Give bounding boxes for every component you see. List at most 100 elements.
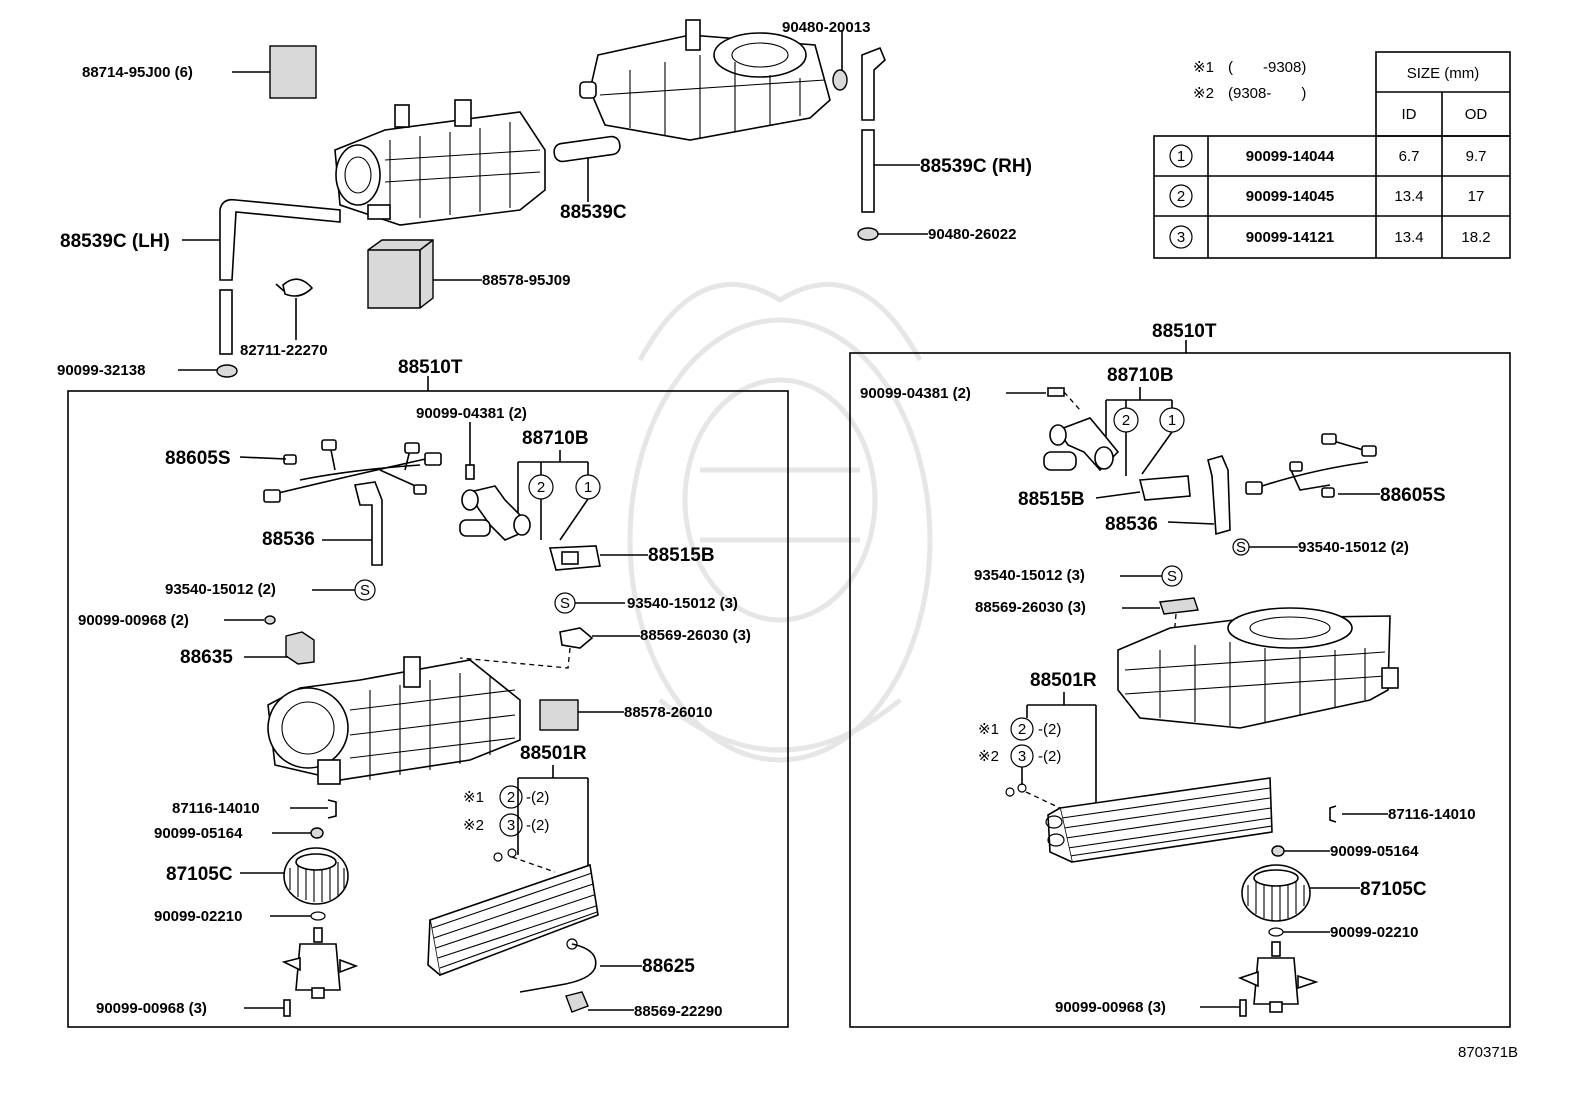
clamp-87116-part xyxy=(327,799,337,819)
sensor-clip-part xyxy=(559,627,594,649)
sensor-clip-right-part xyxy=(1159,597,1199,615)
washer-02210-part xyxy=(310,911,326,921)
label-90099-02210: 90099-02210 xyxy=(154,908,242,925)
hose-lh-part xyxy=(219,198,341,281)
label-88714-95j00: 88714-95J00 (6) xyxy=(82,64,193,81)
bracket-88536-part xyxy=(354,481,383,566)
label-88710b-right: 88710B xyxy=(1107,365,1174,386)
label-87116-14010-right: 87116-14010 xyxy=(1388,806,1476,823)
svg-text:13.4: 13.4 xyxy=(1394,188,1423,205)
grommet-20013-part xyxy=(832,69,848,91)
label-93540-15012-2-right: 93540-15012 (2) xyxy=(1298,539,1409,556)
bracket-88536-right-part xyxy=(1207,455,1231,536)
label-87105c: 87105C xyxy=(166,864,233,885)
blower-motor-left-part xyxy=(281,927,359,999)
svg-text:※1: ※1 xyxy=(1193,59,1214,76)
label-90480-26022: 90480-26022 xyxy=(928,226,1016,243)
label-90099-05164: 90099-05164 xyxy=(154,825,243,842)
expansion-valve-part xyxy=(548,545,601,571)
wire-harness-part xyxy=(263,439,442,503)
screw-00968-3-right-part xyxy=(1239,999,1247,1017)
svg-text:1: 1 xyxy=(1177,148,1185,165)
svg-text:1: 1 xyxy=(1168,412,1176,429)
hose-rh-part xyxy=(861,46,886,121)
hose-clamp-part xyxy=(275,278,314,297)
expansion-valve-right-part xyxy=(1138,475,1191,501)
label-88605s: 88605S xyxy=(165,448,231,469)
svg-text:90099-14045: 90099-14045 xyxy=(1246,188,1334,205)
svg-text:S: S xyxy=(360,582,370,599)
label-90099-00968-3-right: 90099-00968 (3) xyxy=(1055,999,1166,1016)
blower-fan-right-part xyxy=(1241,864,1311,922)
svg-text:-(2): -(2) xyxy=(526,817,549,834)
nut-05164-right-part xyxy=(1271,845,1285,857)
label-90099-32138: 90099-32138 xyxy=(57,362,145,379)
clamp-87116-right-part xyxy=(1329,805,1337,823)
svg-text:※2: ※2 xyxy=(1193,85,1214,102)
label-88625: 88625 xyxy=(642,956,695,977)
svg-text:2: 2 xyxy=(507,789,515,806)
label-88536-right: 88536 xyxy=(1105,514,1158,535)
grommet-26022-part xyxy=(857,227,879,241)
watermark xyxy=(627,281,933,763)
evaporator-right-part xyxy=(1045,777,1273,863)
wire-harness-right-part xyxy=(1245,433,1377,498)
label-87116-14010: 87116-14010 xyxy=(172,800,260,817)
pad-26010-part xyxy=(539,699,579,731)
label-90099-04381-right: 90099-04381 (2) xyxy=(860,385,971,402)
svg-text:(9308- ): (9308- ) xyxy=(1228,85,1306,102)
label-93540-15012-3-right: 93540-15012 (3) xyxy=(974,567,1085,584)
label-90099-00968-2: 90099-00968 (2) xyxy=(78,612,189,629)
label-88578-26010: 88578-26010 xyxy=(624,704,712,721)
svg-text:( -9308): ( -9308) xyxy=(1228,59,1306,76)
table-row: 2 90099-14045 13.4 17 xyxy=(1169,184,1484,208)
block-95j09-part xyxy=(367,239,434,309)
svg-text:-(2): -(2) xyxy=(1038,748,1061,765)
label-90480-20013: 90480-20013 xyxy=(782,19,870,36)
svg-text:2: 2 xyxy=(1122,412,1130,429)
diagram-reference: 870371B xyxy=(1458,1044,1518,1061)
top-section: 88714-95J00 (6) 88539C xyxy=(57,19,1032,379)
left-box-title: 88510T xyxy=(398,357,463,378)
filter-sheet-part xyxy=(269,45,317,99)
table-row: 3 90099-14121 13.4 18.2 xyxy=(1169,225,1491,249)
label-90099-04381: 90099-04381 (2) xyxy=(416,405,527,422)
svg-text:9.7: 9.7 xyxy=(1466,148,1487,165)
label-88501r-right: 88501R xyxy=(1030,670,1097,691)
right-box-title: 88510T xyxy=(1152,321,1217,342)
svg-text:S: S xyxy=(1236,539,1246,556)
label-88515b: 88515B xyxy=(648,545,715,566)
label-88539c-lh: 88539C (LH) xyxy=(60,231,170,252)
drain-hose-88539c-part xyxy=(553,135,621,163)
washer-02210-right-part xyxy=(1268,927,1284,937)
nut-05164-part xyxy=(310,827,324,839)
label-88635: 88635 xyxy=(180,647,233,668)
svg-text:S: S xyxy=(1167,568,1177,585)
resistor-88635-part xyxy=(285,631,315,665)
svg-text:90099-14121: 90099-14121 xyxy=(1246,229,1334,246)
label-88578-95j09: 88578-95J09 xyxy=(482,272,570,289)
notes: ※1 ( -9308) ※2 (9308- ) xyxy=(1193,59,1306,102)
screw-04381-right-part xyxy=(1047,387,1065,397)
blower-fan-left-part xyxy=(283,847,349,905)
svg-text:-(2): -(2) xyxy=(526,789,549,806)
label-90099-02210-right: 90099-02210 xyxy=(1330,924,1418,941)
cooler-pipe-right-part xyxy=(1043,417,1120,472)
svg-text:1: 1 xyxy=(584,479,592,496)
label-88536: 88536 xyxy=(262,529,315,550)
svg-text:3: 3 xyxy=(1177,229,1185,246)
svg-text:3: 3 xyxy=(507,817,515,834)
svg-text:3: 3 xyxy=(1018,748,1026,765)
cooler-unit-right-part xyxy=(1117,607,1399,729)
label-88569-22290: 88569-22290 xyxy=(634,1003,722,1020)
svg-text:※2: ※2 xyxy=(978,748,999,765)
label-88539c: 88539C xyxy=(560,202,627,223)
label-88515b-right: 88515B xyxy=(1018,489,1085,510)
svg-text:2: 2 xyxy=(1177,188,1185,205)
svg-text:S: S xyxy=(560,595,570,612)
thermistor-part xyxy=(519,943,597,993)
svg-text:-(2): -(2) xyxy=(1038,721,1061,738)
blower-motor-right-part xyxy=(1237,941,1319,1013)
label-88605s-right: 88605S xyxy=(1380,485,1446,506)
